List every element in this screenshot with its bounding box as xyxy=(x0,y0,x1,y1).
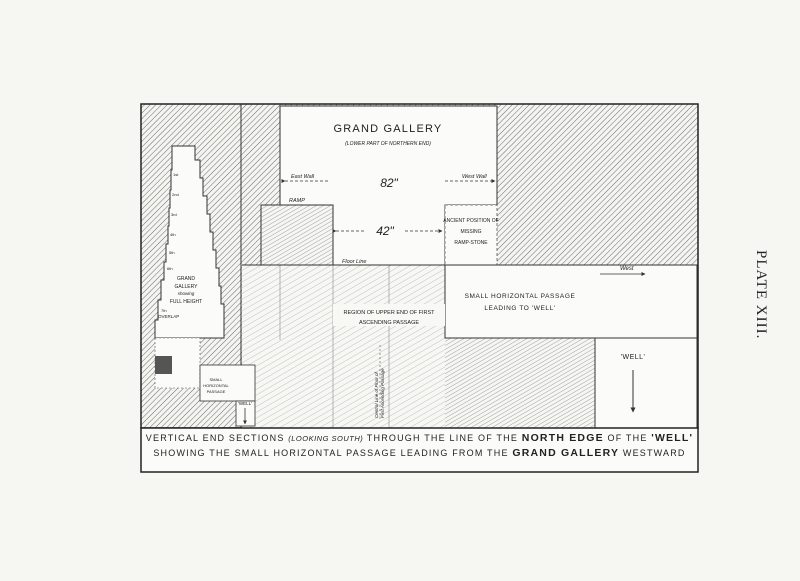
side-mark-1: 1st xyxy=(173,172,179,177)
side-gallery-profile xyxy=(154,145,225,339)
side-gallery-line1: GRAND xyxy=(177,276,195,282)
lower-masonry xyxy=(445,338,595,428)
side-small-line2: HORIZONTAL xyxy=(203,383,229,388)
side-mark-3: 3rd xyxy=(171,212,177,217)
side-mark-6: 6th xyxy=(167,266,173,271)
small-horizontal-passage xyxy=(444,264,698,339)
ascending-line2: ASCENDING PASSAGE xyxy=(359,320,419,326)
side-mark-7: 7th xyxy=(161,308,167,313)
small-passage-line2: LEADING TO 'WELL' xyxy=(484,305,555,312)
west-wall-label: West Wall xyxy=(462,174,487,180)
side-small-passage xyxy=(199,364,256,402)
caption-line2: SHOWING THE SMALL HORIZONTAL PASSAGE LEA… xyxy=(153,447,686,459)
floor-line-label: Floor Line xyxy=(342,259,366,265)
ascending-label-bg xyxy=(333,304,445,326)
well-label: 'WELL' xyxy=(621,354,646,361)
central-line-label: Central Line of Floor of First Ascending… xyxy=(374,368,385,418)
caption-line1: VERTICAL END SECTIONS (LOOKING SOUTH) TH… xyxy=(145,432,694,444)
well-shaft xyxy=(594,337,698,429)
side-small-line1: SMALL xyxy=(209,377,223,382)
gallery-subtitle: (LOWER PART OF NORTHERN END) xyxy=(345,141,431,147)
ramp-block xyxy=(260,204,334,266)
width-82: 82" xyxy=(380,176,398,190)
ramp-stone-line2: MISSING xyxy=(460,229,481,235)
svg-text:First Ascending Passage: First Ascending Passage xyxy=(380,368,385,418)
side-mark-2: 2nd xyxy=(172,192,179,197)
caption-box xyxy=(140,427,699,473)
side-dark-block xyxy=(155,356,172,374)
side-gallery-line4: FULL HEIGHT xyxy=(170,299,202,305)
caption: VERTICAL END SECTIONS (LOOKING SOUTH) TH… xyxy=(141,428,698,472)
side-well xyxy=(235,400,256,427)
svg-text:Central Line of Floor of: Central Line of Floor of xyxy=(374,371,379,418)
east-wall-label: East Wall xyxy=(291,174,315,180)
side-well-label: 'WELL' xyxy=(238,401,252,406)
ascending-region xyxy=(242,265,445,428)
side-small-line3: PASSAGE xyxy=(207,389,226,394)
side-gallery-line3: showing xyxy=(178,291,195,296)
west-label: West xyxy=(620,266,634,272)
side-gallery-line2: GALLERY xyxy=(175,284,199,290)
plate-label: PLATE XIII. xyxy=(753,250,769,340)
side-mark-4: 4th xyxy=(170,232,176,237)
side-overlap: OVERLAP xyxy=(158,314,179,319)
small-passage-line1: SMALL HORIZONTAL PASSAGE xyxy=(465,293,576,300)
ramp-label: RAMP xyxy=(289,198,305,204)
ramp-stone-line1: ANCIENT POSITION OF xyxy=(443,218,498,224)
width-42: 42" xyxy=(376,224,394,238)
side-mark-5: 5th xyxy=(169,250,175,255)
ramp-stone-line3: RAMP-STONE xyxy=(454,240,488,246)
gallery-title: GRAND GALLERY xyxy=(334,123,443,135)
ascending-line1: REGION OF UPPER END OF FIRST xyxy=(343,310,435,316)
missing-ramp-stone xyxy=(444,204,498,266)
